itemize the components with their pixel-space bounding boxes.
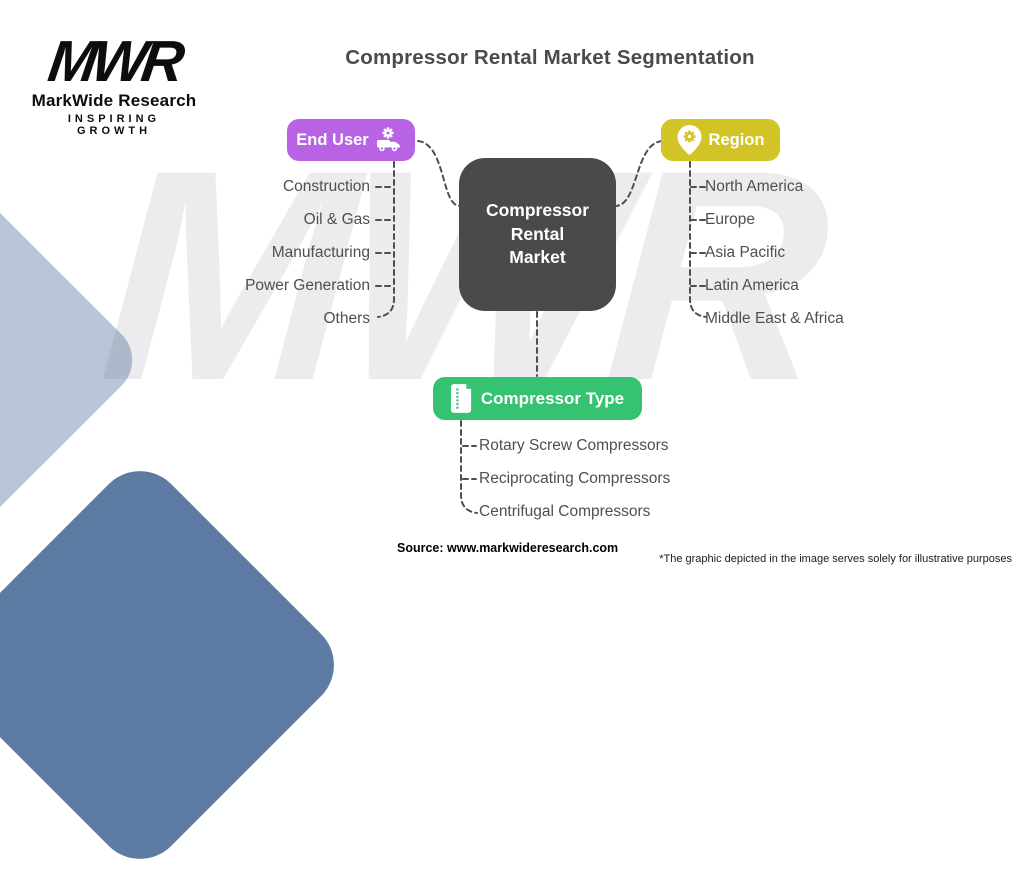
list-item-construction: Construction (282, 178, 370, 195)
list-item-centrifugal: Centrifugal Compressors (479, 503, 651, 520)
list-item-manufacturing: Manufacturing (271, 244, 370, 261)
source-text: Source: www.markwideresearch.com (397, 541, 619, 555)
markwide-logo: MWR MarkWide Research INSPIRING GROWTH (28, 29, 200, 138)
logo-tagline: INSPIRING GROWTH (67, 113, 161, 138)
branch-node-region: Region (661, 119, 780, 161)
list-item-europe: Europe (705, 211, 755, 228)
list-item-power-generation: Power Generation (245, 277, 370, 294)
document-icon (450, 384, 471, 413)
map-pin-gear-icon (677, 125, 702, 155)
list-item-latin-america: Latin America (705, 277, 799, 294)
list-item-middle-east-africa: Middle East & Africa (705, 310, 844, 327)
central-node-label: Compressor Rental Market (485, 200, 590, 268)
end-user-label: End User (296, 130, 369, 149)
disclaimer-text: *The graphic depicted in the image serve… (659, 553, 1012, 565)
list-item-asia-pacific: Asia Pacific (705, 244, 786, 261)
list-item-oil-gas: Oil & Gas (303, 211, 370, 228)
central-node-compressor-rental-market: Compressor Rental Market (459, 158, 616, 311)
compressor-type-label: Compressor Type (480, 388, 625, 408)
branch-node-end-user: End User (287, 119, 415, 161)
decor-dark-blue-diamond (0, 452, 353, 877)
logo-name: MarkWide Research (31, 91, 197, 111)
branch-node-compressor-type: Compressor Type (433, 377, 642, 420)
list-item-others: Others (323, 310, 370, 327)
truck-gear-icon (376, 126, 400, 151)
list-item-reciprocating: Reciprocating Compressors (479, 470, 671, 487)
page-title: Compressor Rental Market Segmentation (345, 46, 755, 69)
list-item-rotary-screw: Rotary Screw Compressors (479, 437, 669, 454)
list-item-north-america: North America (705, 178, 804, 195)
region-label: Region (708, 130, 765, 149)
